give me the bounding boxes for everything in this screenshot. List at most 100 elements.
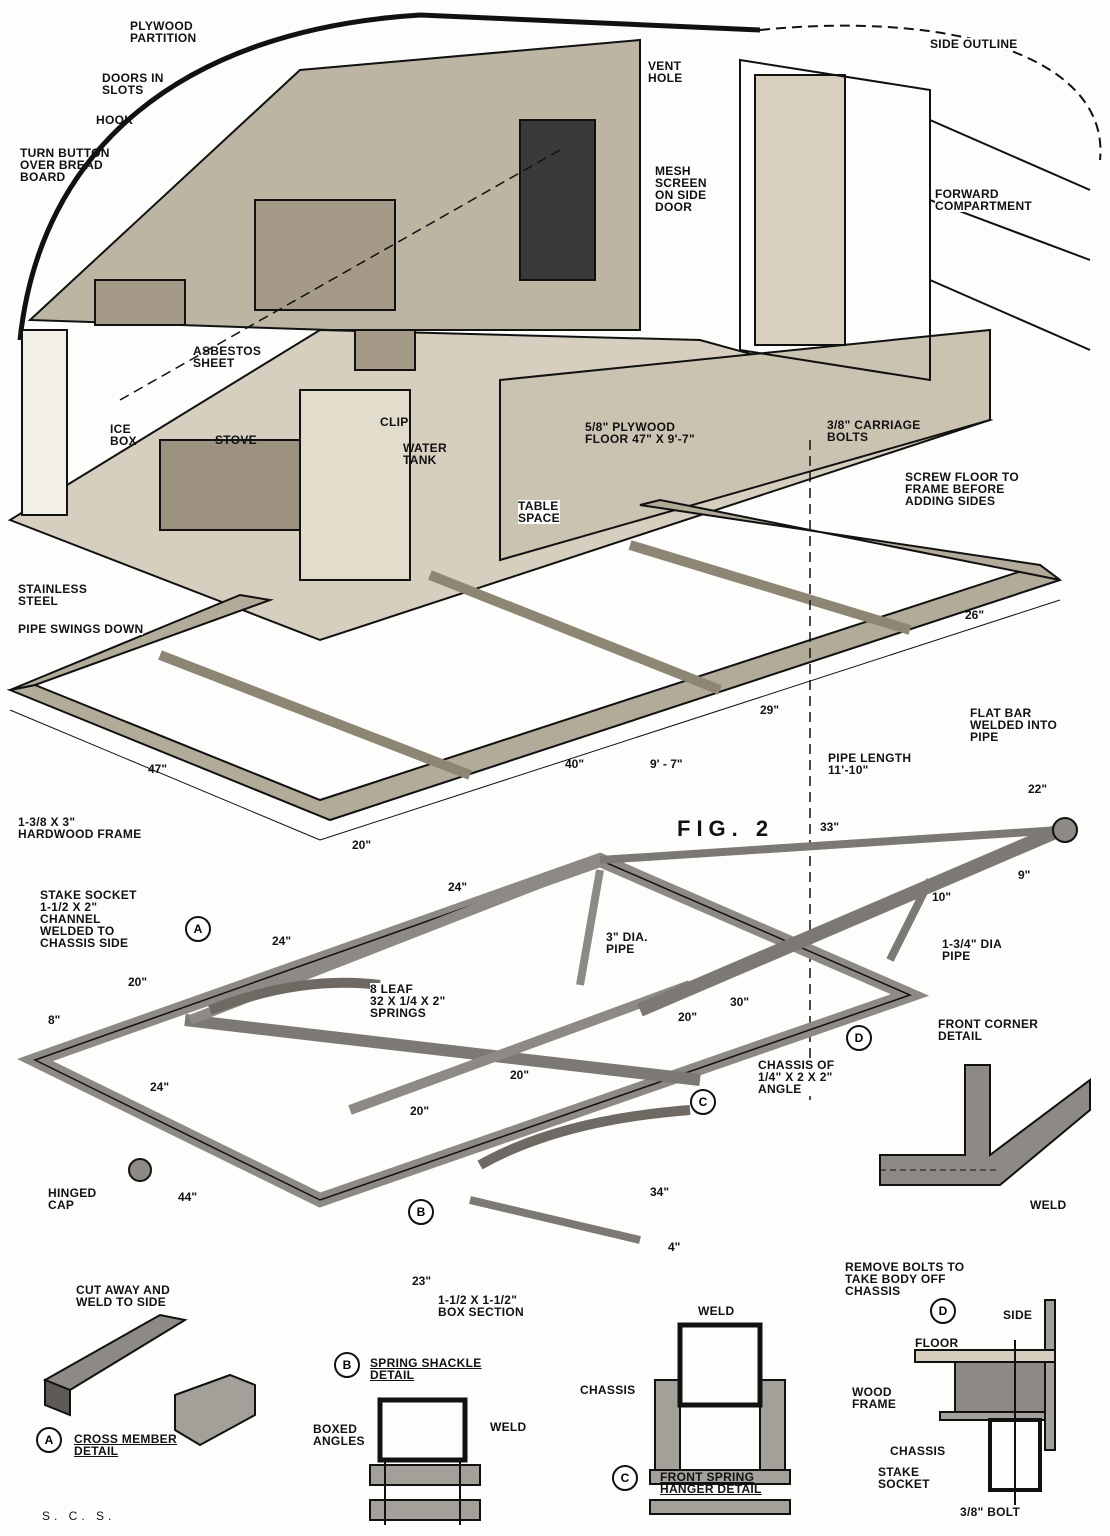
side-panel (499, 328, 991, 562)
dim-8: 8" (48, 1013, 61, 1027)
body-mount-detail-drawing (914, 1299, 1056, 1505)
label-side-outline: SIDE OUTLINE (930, 37, 1018, 51)
stove (159, 439, 301, 531)
dim-9-7: 9' - 7" (650, 757, 683, 771)
label-weld-hanger: WELD (698, 1304, 735, 1318)
label-flat-bar: FLAT BAR WELDED INTO PIPE (970, 706, 1058, 744)
label-stake-socket: STAKE SOCKET 1-1/2 X 2" CHANNEL WELDED T… (40, 888, 137, 950)
hardwood-frame-drawing (6, 440, 1063, 1100)
label-vent-hole: VENT HOLE (648, 59, 683, 85)
dim-30: 30" (730, 995, 750, 1009)
label-clip: CLIP (380, 415, 409, 429)
label-weld-corner: WELD (1030, 1198, 1067, 1212)
label-pipe-swings-down: PIPE SWINGS DOWN (18, 622, 144, 636)
label-spring-shackle-detail: SPRING SHACKLE DETAIL (370, 1356, 482, 1382)
dim-20-a: 20" (128, 975, 148, 989)
dim-20-b: 20" (678, 1010, 698, 1024)
label-turn-button: TURN BUTTON OVER BREAD BOARD (20, 146, 110, 184)
label-hinged-cap: HINGED CAP (48, 1186, 97, 1212)
label-stove: STOVE (215, 433, 257, 447)
label-weld-shackle: WELD (490, 1420, 527, 1434)
label-plywood-floor: 5/8" PLYWOOD FLOOR 47" X 9'-7" (585, 420, 696, 446)
label-plywood-partition: PLYWOOD PARTITION (130, 19, 197, 45)
dim-24-b: 24" (448, 880, 468, 894)
dashed-door-swing (119, 149, 561, 401)
drawer-1 (94, 279, 186, 326)
artist-credit: S. C. S. (42, 1509, 116, 1523)
label-forward-compartment: FORWARD COMPARTMENT (935, 187, 1033, 213)
front-corner-detail-drawing (879, 1064, 1091, 1186)
dim-22: 22" (1028, 782, 1048, 796)
label-table-space: TABLE SPACE (518, 499, 560, 525)
spring-shackle-detail-drawing (369, 1397, 481, 1525)
label-pipe-length: PIPE LENGTH 11'-10" (828, 751, 912, 777)
callout-c-detail: C (612, 1465, 638, 1491)
label-front-corner: FRONT CORNER DETAIL (938, 1017, 1039, 1043)
label-screw-floor: SCREW FLOOR TO FRAME BEFORE ADDING SIDES (905, 470, 1019, 508)
label-remove-bolts: REMOVE BOLTS TO TAKE BODY OFF CHASSIS (845, 1260, 965, 1298)
side-outline-curve (17, 12, 761, 341)
dim-34: 34" (650, 1185, 670, 1199)
dim-24-c: 24" (150, 1080, 170, 1094)
drawer-3 (354, 329, 416, 371)
callout-b-detail: B (334, 1352, 360, 1378)
callout-a: A (185, 916, 211, 942)
callout-d: D (846, 1025, 872, 1051)
label-stake-socket-d: STAKE SOCKET (878, 1465, 930, 1491)
dim-40: 40" (565, 757, 585, 771)
label-boxed-angles: BOXED ANGLES (313, 1422, 365, 1448)
label-floor: FLOOR (915, 1336, 959, 1350)
drawer-2 (254, 199, 396, 311)
callout-c: C (690, 1089, 716, 1115)
label-side: SIDE (1003, 1308, 1033, 1322)
label-box-section: 1-1/2 X 1-1/2" BOX SECTION (438, 1293, 524, 1319)
dim-44: 44" (178, 1190, 198, 1204)
front-frame (739, 58, 931, 382)
label-ice-box: ICE BOX (110, 422, 137, 448)
dim-29: 29" (760, 703, 780, 717)
label-chassis-hanger: CHASSIS (580, 1383, 636, 1397)
label-dia-pipe-3: 3" DIA. PIPE (606, 930, 648, 956)
label-cut-away: CUT AWAY AND WELD TO SIDE (76, 1283, 171, 1309)
trailer-body-drawing (7, 12, 1102, 642)
label-wood-frame: WOOD FRAME (852, 1385, 897, 1411)
chassis-drawing (16, 817, 1078, 1244)
label-carriage-bolts: 3/8" CARRIAGE BOLTS (827, 418, 921, 444)
label-hardwood-frame: 1-3/8 X 3" HARDWOOD FRAME (18, 815, 142, 841)
water-tank (299, 389, 411, 581)
ice-box-door (21, 329, 68, 516)
dim-26: 26" (965, 608, 985, 622)
dim-47: 47" (148, 762, 168, 776)
label-chassis-d: CHASSIS (890, 1444, 946, 1458)
label-asbestos-sheet: ASBESTOS SHEET (193, 344, 262, 370)
dim-10: 10" (932, 890, 952, 904)
dim-20-c: 20" (510, 1068, 530, 1082)
dim-9: 9" (1018, 868, 1031, 882)
dim-33: 33" (820, 820, 840, 834)
label-water-tank: WATER TANK (403, 441, 447, 467)
label-dia-pipe-1-3-4: 1-3/4" DIA PIPE (942, 937, 1003, 963)
figure-title: FIG. 2 (677, 816, 775, 841)
label-doors-in-slots: DOORS IN SLOTS (102, 71, 164, 97)
callout-d-detail: D (930, 1298, 956, 1324)
dim-20-frame: 20" (352, 838, 372, 852)
dim-20-d: 20" (410, 1104, 430, 1118)
label-hook: HOOK (96, 113, 134, 127)
forward-door (754, 74, 846, 346)
label-bolt-d: 3/8" BOLT (960, 1505, 1021, 1519)
label-mesh-screen: MESH SCREEN ON SIDE DOOR (655, 164, 707, 214)
dim-24-a: 24" (272, 934, 292, 948)
label-cross-member-detail: CROSS MEMBER DETAIL (74, 1432, 177, 1458)
dim-23: 23" (412, 1274, 432, 1288)
callout-a-detail: A (36, 1427, 62, 1453)
label-front-spring-hanger-detail: FRONT SPRING HANGER DETAIL (660, 1470, 762, 1496)
label-chassis-angle: CHASSIS OF 1/4" X 2 X 2" ANGLE (758, 1058, 835, 1096)
window (519, 119, 596, 281)
label-stainless-steel: STAINLESS STEEL (18, 582, 88, 608)
callout-b: B (408, 1199, 434, 1225)
cross-member-detail-drawing (42, 1313, 256, 1447)
label-leaf-springs: 8 LEAF 32 X 1/4 X 2" SPRINGS (370, 982, 446, 1020)
front-spring-hanger-detail-drawing (649, 1322, 791, 1515)
